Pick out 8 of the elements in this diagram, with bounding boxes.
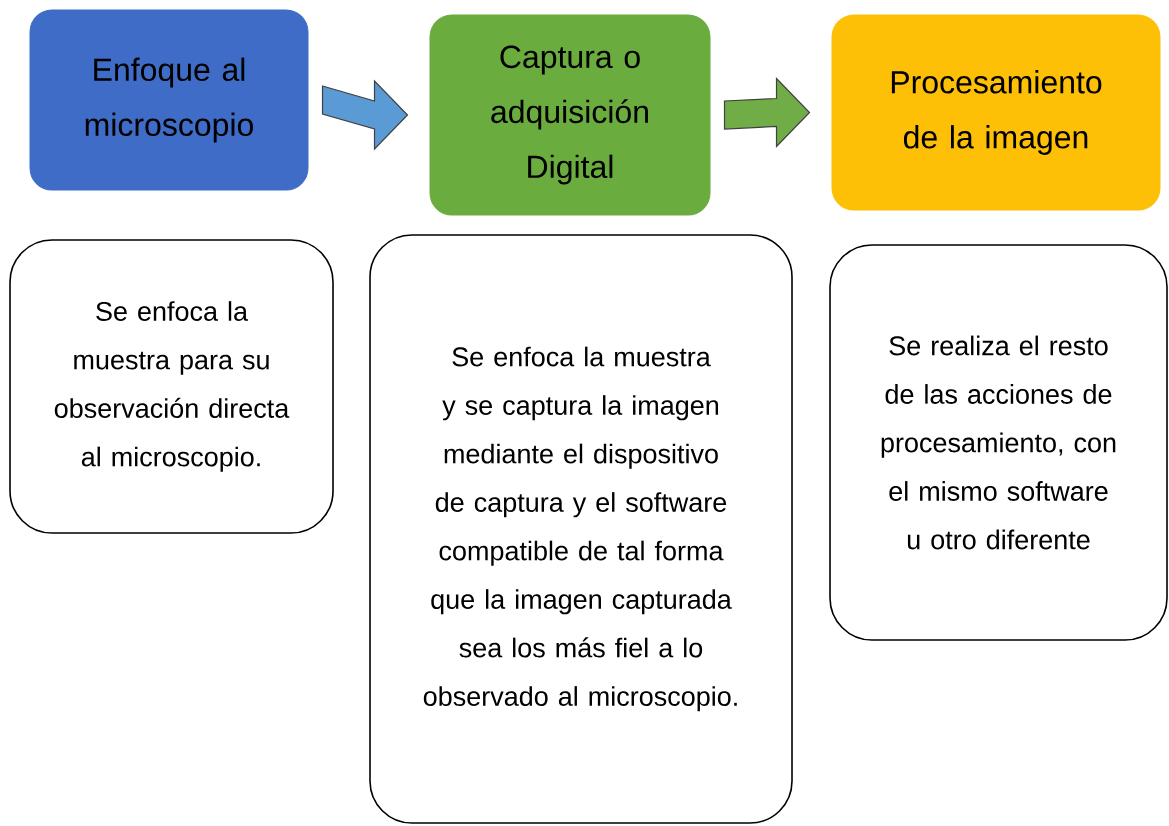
step-box: Enfoque al microscopio bbox=[29, 9, 309, 191]
description-box: Se enfoca la muestra y se captura la imagen mediante el dispositivo de captura y el software compatible de tal forma que la imagen capturada sea los más fiel a lo observado al microscopio. bbox=[369, 234, 793, 824]
description-box: Se realiza el resto de las acciones de procesamiento, con el mismo software u otro diferente bbox=[829, 244, 1168, 641]
block-arrow bbox=[723, 77, 811, 148]
block-arrow bbox=[321, 79, 409, 151]
step-box: Procesamiento de la imagen bbox=[831, 14, 1161, 211]
step-box: Captura o adquisición Digital bbox=[429, 14, 711, 216]
description-box: Se enfoca la muestra para su observación directa al microscopio. bbox=[9, 239, 334, 534]
